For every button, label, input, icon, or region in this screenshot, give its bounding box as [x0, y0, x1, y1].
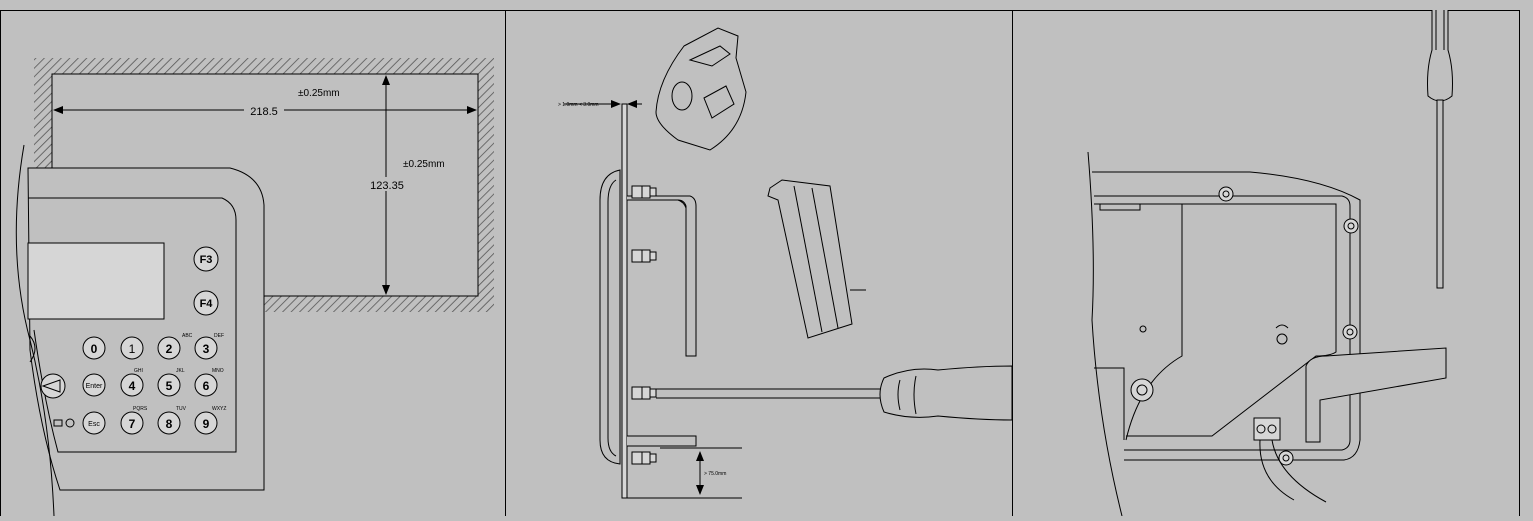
- key-7: 7 PQRS: [120, 406, 148, 435]
- panel-side-mounting: > 1.0mm < 3.0mm > 75.0mm: [558, 27, 1013, 499]
- screwdriver-handle: [879, 365, 1013, 421]
- key-esc: Esc: [82, 411, 106, 435]
- connector-round: [1130, 378, 1154, 402]
- thickness-label: > 1.0mm < 3.0mm: [558, 102, 599, 108]
- screw-right-upper: [1343, 218, 1359, 234]
- key-4: 4 GHI: [120, 368, 144, 397]
- svg-text:F3: F3: [200, 254, 213, 266]
- panel-rear-wiring: [1087, 10, 1453, 517]
- ground-symbol-icon: [1275, 324, 1289, 345]
- key-f4: F4: [193, 290, 219, 316]
- clearance-label: > 75.0mm: [704, 471, 726, 477]
- svg-text:PQRS: PQRS: [133, 406, 148, 412]
- screw-right-lower: [1342, 324, 1358, 340]
- cut-line-rear: [1087, 151, 1123, 517]
- screw-top: [1218, 186, 1234, 202]
- key-enter: Enter: [82, 373, 106, 397]
- clamp-screw-2: [631, 249, 657, 263]
- vertical-screwdriver-shaft: [1436, 99, 1444, 289]
- svg-text:DEF: DEF: [214, 333, 224, 339]
- svg-text:9: 9: [203, 417, 210, 431]
- device-housing: [27, 167, 265, 491]
- wire-1: [1259, 439, 1295, 501]
- svg-text:1: 1: [129, 342, 136, 356]
- rear-housing: [1092, 171, 1361, 461]
- height-dimension-label: 123.35: [370, 180, 404, 192]
- svg-text:8: 8: [166, 417, 173, 431]
- key-2: 2 ABC: [157, 333, 193, 360]
- wire-2: [1271, 439, 1327, 503]
- key-3: 3 DEF: [194, 333, 224, 360]
- svg-text:2: 2: [166, 342, 173, 356]
- clamp-screw-4: [631, 451, 657, 465]
- terminal-block: [1253, 417, 1281, 441]
- panel-cutout: 218.5 ±0.25mm 123.35 ±0.25mm F3 F4 0 1 2…: [15, 58, 494, 517]
- svg-text:MNO: MNO: [212, 368, 224, 374]
- svg-text:Esc: Esc: [88, 421, 100, 428]
- svg-text:Enter: Enter: [86, 383, 103, 390]
- svg-text:JKL: JKL: [176, 368, 185, 374]
- key-0: 0: [82, 336, 106, 360]
- clamp-screw-1: [631, 185, 657, 199]
- svg-text:F4: F4: [200, 298, 214, 310]
- width-tolerance-label: ±0.25mm: [298, 88, 340, 99]
- width-dimension-label: 218.5: [250, 106, 278, 118]
- key-navigation-icon: [40, 373, 66, 399]
- front-bezel: [599, 169, 621, 465]
- key-f3: F3: [193, 246, 219, 272]
- cut-line-left: [15, 144, 55, 517]
- svg-text:3: 3: [203, 342, 210, 356]
- ribbon-cable: [1305, 347, 1447, 443]
- mounting-wall: [621, 103, 628, 499]
- clamp-part: [655, 27, 747, 151]
- svg-text:TUV: TUV: [176, 406, 187, 412]
- svg-text:GHI: GHI: [134, 368, 143, 374]
- housing-body: [627, 195, 697, 357]
- svg-text:4: 4: [129, 379, 136, 393]
- svg-text:6: 6: [203, 379, 210, 393]
- svg-text:ABC: ABC: [182, 333, 193, 339]
- svg-text:7: 7: [129, 417, 136, 431]
- indicator-led-icon: [53, 418, 75, 428]
- rear-cover-plate: [1126, 203, 1337, 437]
- key-1: 1: [120, 336, 144, 360]
- vertical-screwdriver-handle: [1427, 10, 1453, 102]
- svg-text:0: 0: [91, 342, 98, 356]
- clamp-screw-3: [631, 386, 657, 400]
- device-display: [27, 242, 165, 320]
- screw-bottom: [1278, 450, 1294, 466]
- svg-text:WXYZ: WXYZ: [212, 406, 226, 412]
- height-tolerance-label: ±0.25mm: [403, 159, 445, 170]
- mounting-clip: [767, 179, 853, 339]
- svg-text:5: 5: [166, 379, 173, 393]
